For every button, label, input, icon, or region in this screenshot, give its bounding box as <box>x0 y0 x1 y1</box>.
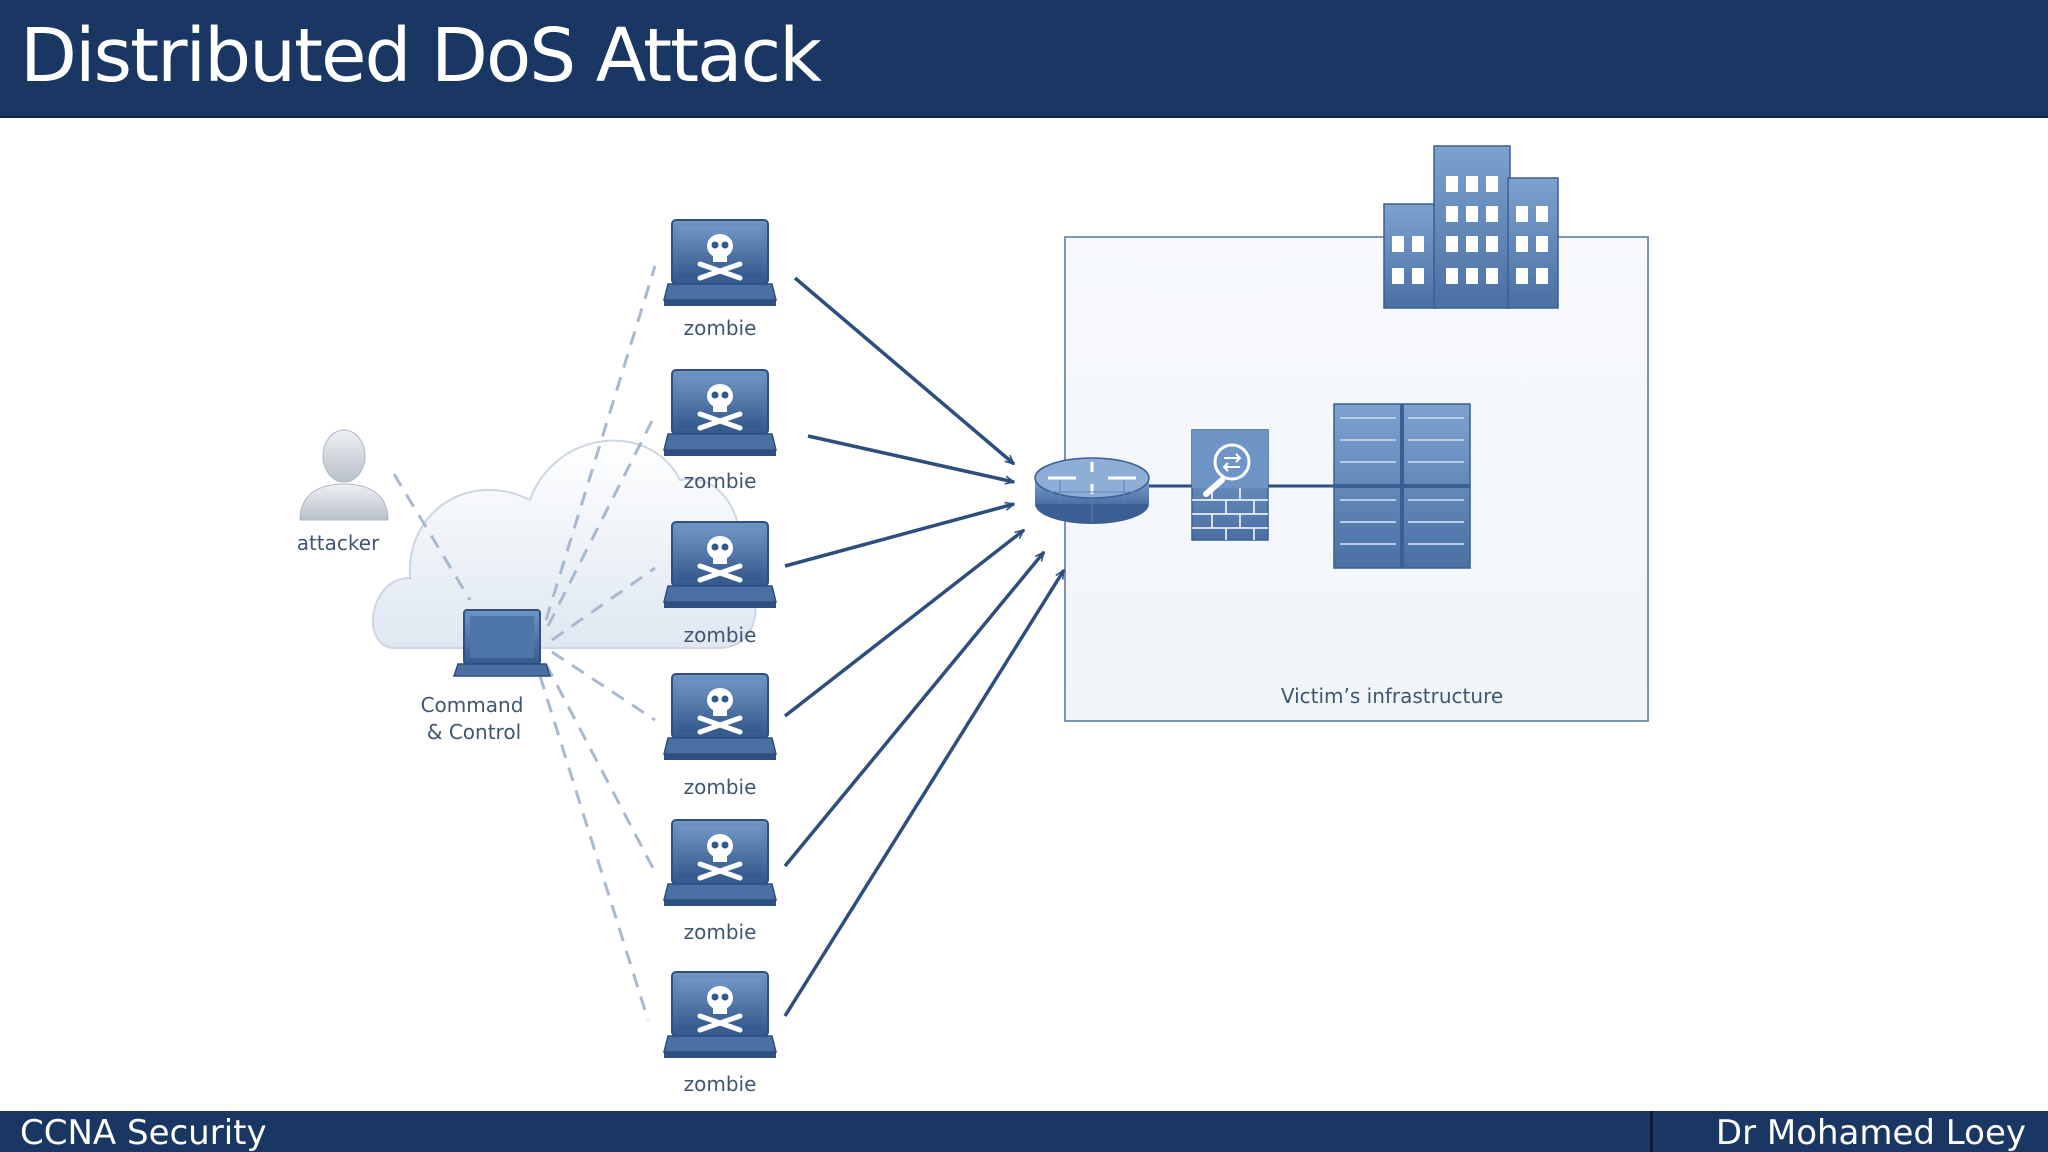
ddos-diagram: Victim’s infrastructure <box>297 145 1649 1096</box>
course-name: CCNA Security <box>20 1113 267 1152</box>
user-icon <box>299 429 389 521</box>
zombie-label: zombie <box>684 623 757 647</box>
control-lines <box>392 265 657 1021</box>
zombie-5: zombie <box>664 972 776 1096</box>
zombie-label: zombie <box>684 316 757 340</box>
zombie-label: zombie <box>684 1072 757 1096</box>
zombie-label: zombie <box>684 469 757 493</box>
footer-divider <box>1650 1111 1653 1152</box>
skull-laptop-icon <box>664 522 776 608</box>
skull-laptop-icon <box>664 972 776 1058</box>
attacker-label: attacker <box>297 531 380 555</box>
footer-bar: CCNA Security Dr Mohamed Loey <box>0 1111 2048 1152</box>
zombie-2: zombie <box>664 522 776 647</box>
server-rack-icon <box>1333 403 1471 569</box>
zombie-label: zombie <box>684 775 757 799</box>
zombie-0: zombie <box>664 220 776 340</box>
router-icon <box>1034 457 1150 524</box>
firewall-icon <box>1191 429 1269 541</box>
zombie-label: zombie <box>684 920 757 944</box>
skull-laptop-icon <box>664 220 776 306</box>
skull-laptop-icon <box>664 370 776 456</box>
cnc-label-line1: Command <box>421 693 524 717</box>
zombie-4: zombie <box>664 820 776 944</box>
cnc-label-line2: & Control <box>427 720 521 744</box>
skull-laptop-icon <box>664 820 776 906</box>
author-name: Dr Mohamed Loey <box>1715 1113 2026 1152</box>
zombie-1: zombie <box>664 370 776 493</box>
slide-title: Distributed DoS Attack <box>20 13 822 99</box>
building-icon <box>1383 145 1559 309</box>
title-bar: Distributed DoS Attack <box>0 0 2048 118</box>
cnc-laptop-icon <box>452 609 552 677</box>
zombie-3: zombie <box>664 674 776 799</box>
skull-laptop-icon <box>664 674 776 760</box>
attack-arrows <box>783 276 1066 1017</box>
victim-label: Victim’s infrastructure <box>1281 684 1503 708</box>
